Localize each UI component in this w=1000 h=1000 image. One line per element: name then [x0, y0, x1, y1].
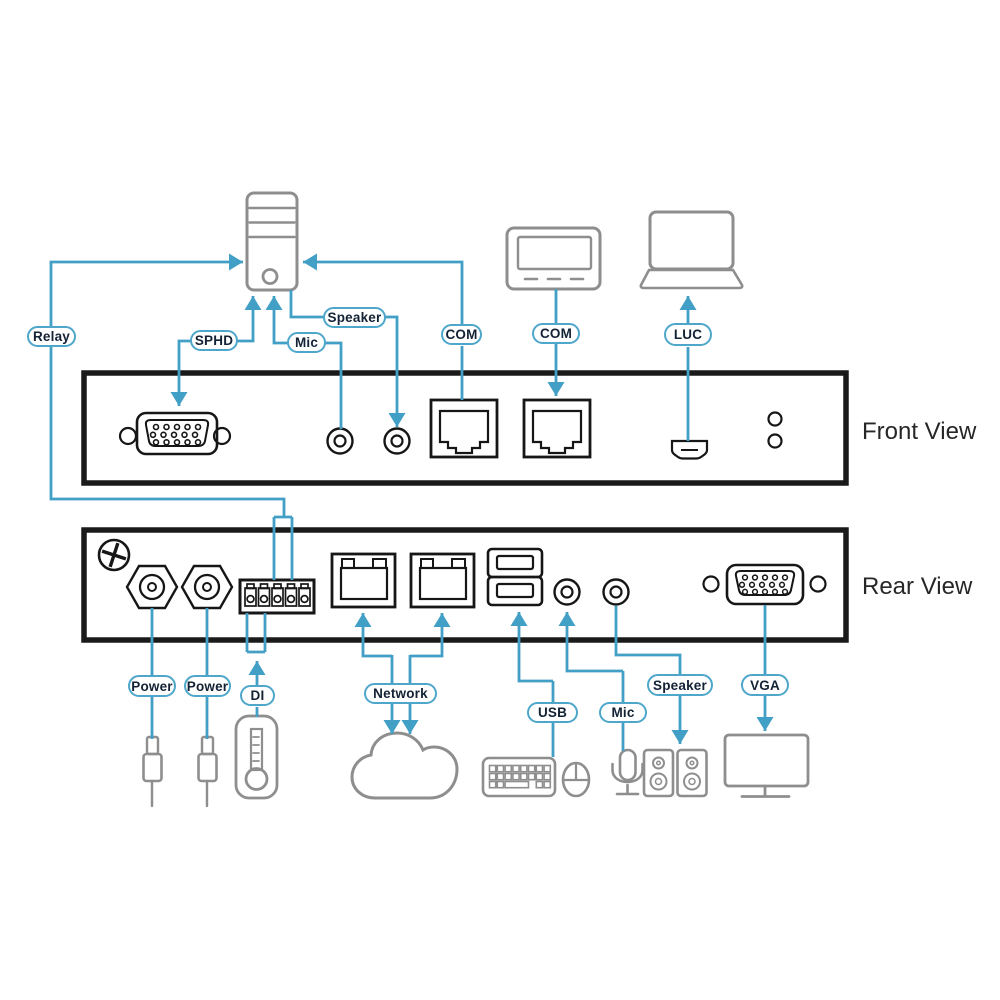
label-relay-text: Relay [32, 329, 71, 344]
label-com-2: COM [532, 323, 580, 344]
label-speaker-front: Speaker [323, 307, 386, 328]
mic-front-connection-line [265, 296, 343, 429]
front-view-title: Front View [862, 418, 977, 445]
thermometer-icon [234, 714, 279, 800]
label-power-2-text: Power [186, 678, 229, 694]
label-speaker-rear: Speaker [647, 674, 713, 696]
label-vga-text: VGA [750, 677, 780, 693]
rear-view-title: Rear View [862, 573, 973, 600]
com-port-1 [429, 398, 499, 459]
label-network: Network [364, 683, 437, 704]
label-mic-front-text: Mic [294, 335, 319, 350]
label-sphd: SPHD [190, 330, 238, 351]
label-luc-text: LUC [673, 327, 703, 342]
label-power-2: Power [184, 675, 231, 697]
lan-port-1 [330, 552, 397, 609]
label-di-text: DI [250, 688, 265, 703]
label-com-1-text: COM [445, 327, 478, 342]
luc-port [670, 439, 709, 460]
mouse-icon [561, 761, 591, 798]
mic-jack-rear [553, 578, 581, 606]
usb-ports [486, 547, 544, 607]
lan-port-2 [409, 552, 476, 609]
label-usb-text: USB [537, 705, 568, 720]
com-port-2 [522, 398, 592, 459]
label-mic-rear: Mic [599, 702, 647, 723]
label-network-text: Network [373, 686, 428, 701]
label-sphd-text: SPHD [194, 333, 234, 348]
speaker-rear-connection-line [614, 606, 689, 744]
label-mic-front: Mic [287, 332, 326, 353]
power-port-2 [180, 564, 234, 610]
label-com-2-text: COM [539, 326, 573, 341]
power-port-1 [125, 564, 179, 610]
label-luc: LUC [664, 323, 712, 346]
speakers-icon [642, 748, 708, 798]
microphone-icon [611, 748, 644, 796]
speaker-jack-front [383, 427, 411, 455]
relay-connection-line [49, 253, 294, 580]
keyboard-icon [481, 756, 557, 798]
com1-connection-line [303, 253, 464, 400]
cloud-icon [350, 731, 459, 800]
label-usb: USB [527, 702, 578, 723]
label-relay: Relay [27, 326, 76, 347]
sphd-connection-line [170, 296, 262, 406]
label-power-1-text: Power [131, 678, 173, 694]
label-speaker-front-text: Speaker [327, 310, 382, 325]
touch-panel-icon [505, 226, 602, 291]
speaker-front-connection-line [289, 290, 406, 427]
screw-icon [97, 538, 131, 572]
label-vga: VGA [741, 674, 789, 696]
computer-tower-icon [245, 191, 299, 292]
power-plug-icon-1 [142, 735, 163, 808]
monitor-icon [723, 733, 810, 798]
led-indicators [767, 411, 783, 449]
label-di: DI [240, 685, 275, 706]
network-connection-lines [354, 613, 451, 734]
power-plug-icon-2 [197, 735, 218, 808]
label-mic-rear-text: Mic [611, 705, 635, 720]
front-panel [81, 370, 849, 486]
laptop-icon [639, 210, 744, 290]
di-connection-line [245, 613, 267, 717]
di-terminal-block [238, 578, 316, 615]
speaker-jack-rear [602, 578, 630, 606]
vga-port [702, 563, 827, 606]
label-com-1: COM [441, 324, 482, 345]
label-speaker-rear-text: Speaker [653, 677, 707, 693]
label-power-1: Power [128, 675, 176, 697]
sphd-port [118, 411, 232, 456]
